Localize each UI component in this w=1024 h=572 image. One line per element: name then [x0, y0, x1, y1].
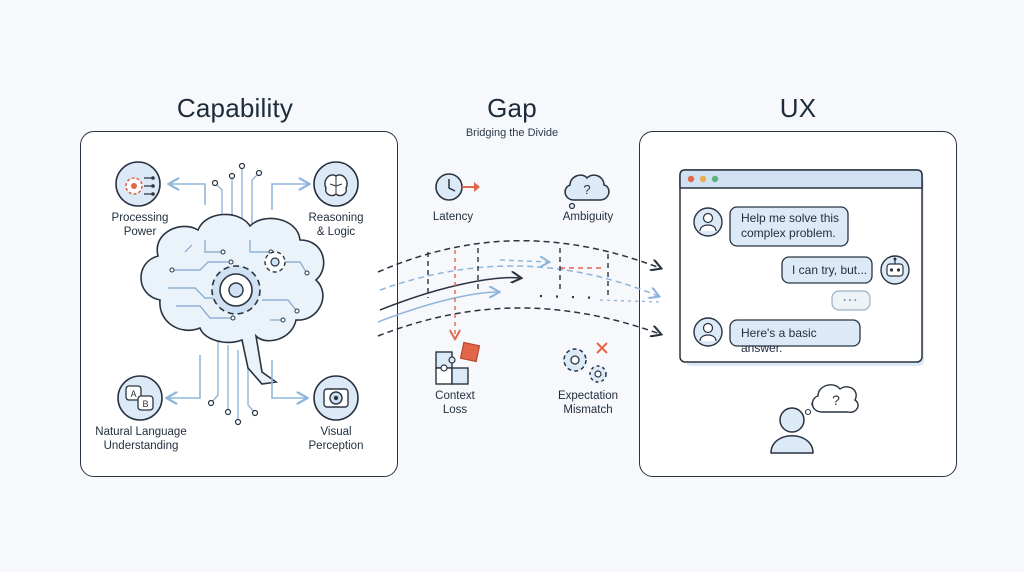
brain-gear-icon	[211, 265, 261, 315]
ambiguity-cloud-icon: ?	[564, 174, 610, 210]
capability-title: Capability	[176, 93, 294, 123]
gap-flow-lines	[377, 240, 660, 336]
latency-clock-icon	[435, 173, 480, 201]
ambiguity-question-glyph: ?	[583, 182, 590, 197]
gap-title: Gap	[487, 93, 537, 123]
processing-power-icon	[115, 161, 161, 207]
robot-avatar-icon	[880, 255, 910, 285]
user-avatar-icon	[693, 207, 723, 237]
bot-message-text: I can try, but...	[792, 263, 868, 277]
user-message-bubble-1	[729, 206, 849, 247]
camera-icon	[313, 375, 359, 421]
reasoning-logic-label: Reasoning& Logic	[308, 212, 364, 238]
puzzle-icon	[435, 341, 481, 385]
brain-small-gear-icon	[264, 251, 286, 273]
thinking-person-icon: ?	[770, 384, 859, 454]
typing-indicator-text: ...	[842, 290, 859, 304]
latency-label: Latency	[432, 211, 474, 223]
user-message-bubble-2	[729, 319, 861, 347]
user-avatar-icon	[693, 317, 723, 347]
user-message-2-text: Here's a basic answer.	[741, 326, 817, 355]
typing-indicator-bubble	[831, 290, 871, 311]
brain-illustration	[140, 213, 325, 385]
language-translate-icon: A B	[117, 375, 163, 421]
language-icon-letter-b: B	[142, 399, 148, 409]
language-icon-letter-a: A	[130, 389, 136, 399]
gears-mismatch-icon	[563, 342, 608, 383]
ambiguity-label: Ambiguity	[562, 211, 614, 223]
reasoning-brain-icon	[313, 161, 359, 207]
ux-title: UX	[779, 93, 817, 123]
thought-question-glyph: ?	[832, 392, 840, 408]
gap-subtitle: Bridging the Divide	[465, 127, 559, 139]
bot-message-bubble	[781, 256, 873, 284]
